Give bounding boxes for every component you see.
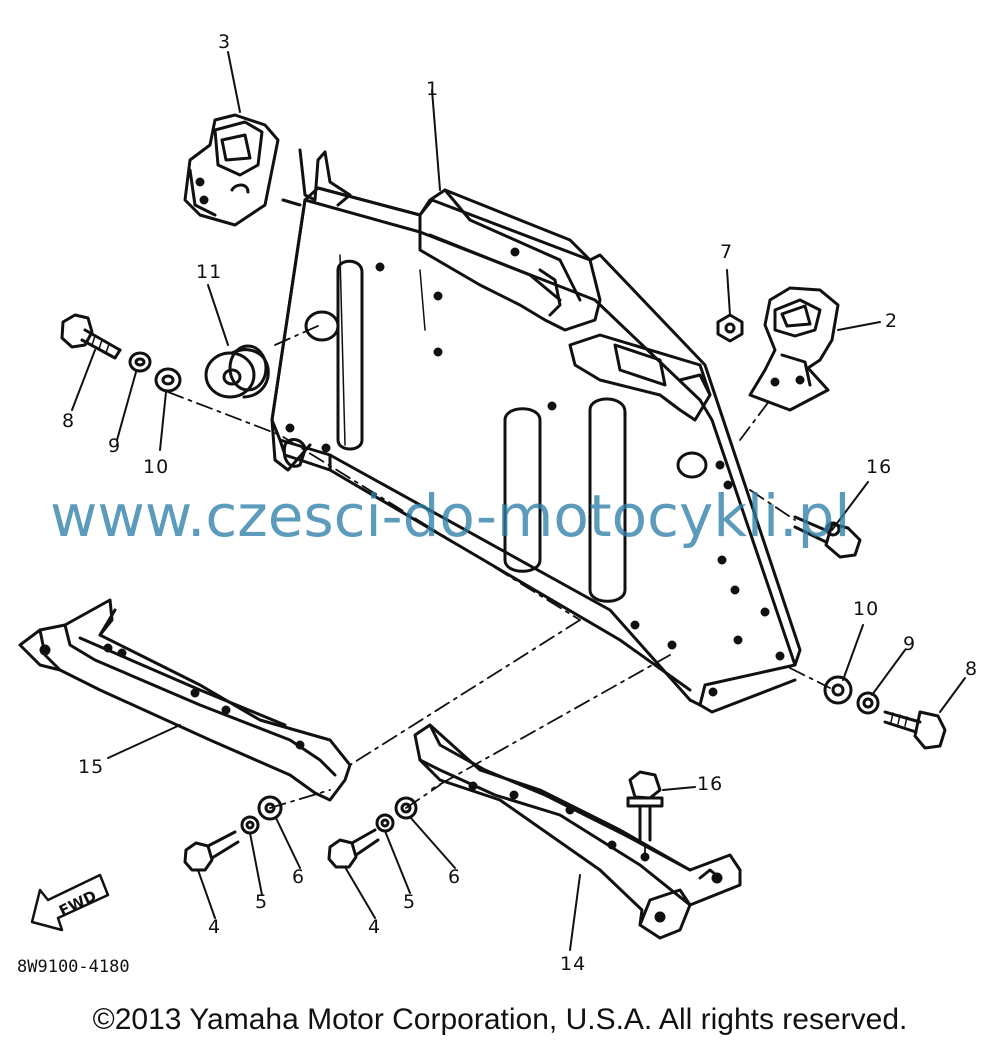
bracket-part-2 [748,286,840,412]
plain-washer-part-6-left [257,795,283,821]
bolt-part-4-left [183,830,240,872]
spring-washer-part-9-left [128,351,152,373]
callout-5-right: 5 [403,891,417,913]
plain-washer-part-6-right [394,796,418,820]
callout-16-lower: 16 [697,773,724,795]
copyright-notice: ©2013 Yamaha Motor Corporation, U.S.A. A… [92,1003,908,1036]
callout-14: 14 [560,953,587,975]
callout-10-right: 10 [853,598,880,620]
fwd-direction-arrow: FWD [30,873,110,932]
callout-6-right: 6 [448,866,462,888]
bolt-part-4-right [327,828,380,869]
callout-8-right: 8 [965,658,979,680]
callout-9-left: 9 [108,435,122,457]
callout-15: 15 [78,756,105,778]
watermark-url: www.czesci-do-motocykli.pl [50,482,851,550]
assembly-centerlines [167,324,831,861]
callout-9-right: 9 [903,633,917,655]
spring-washer-part-9-right [856,691,880,715]
bolt-part-16-right [793,515,862,559]
lower-bracket-part-14 [413,723,742,940]
callout-6-left: 6 [292,866,306,888]
nut-part-7 [716,313,744,343]
bracket-part-3 [183,113,280,227]
callout-10-left: 10 [143,456,170,478]
plain-washer-part-10-left [154,367,182,393]
spring-washer-part-5-right [375,813,395,833]
exploded-view-drawing: FWD [18,51,966,951]
grommet-part-11 [204,344,270,399]
callout-7: 7 [720,241,734,263]
callout-2: 2 [885,310,899,332]
spring-washer-part-5-left [240,815,260,835]
callout-1: 1 [426,78,440,100]
callout-4-right: 4 [368,916,382,938]
bolt-part-16-lower [626,770,664,842]
leader-lines [71,51,966,951]
callout-5-left: 5 [255,891,269,913]
callout-8-left: 8 [62,410,76,432]
callout-16-right: 16 [866,456,893,478]
bolt-part-8-left [60,313,122,360]
lower-bracket-part-15 [18,598,352,802]
callout-4-left: 4 [208,916,222,938]
plain-washer-part-10-right [823,675,853,705]
drawing-number: 8W9100-4180 [17,957,130,977]
callout-11: 11 [196,261,223,283]
bolt-part-8-right [883,710,947,750]
callout-3: 3 [218,31,232,53]
mounting-plate-part-1 [270,148,802,714]
